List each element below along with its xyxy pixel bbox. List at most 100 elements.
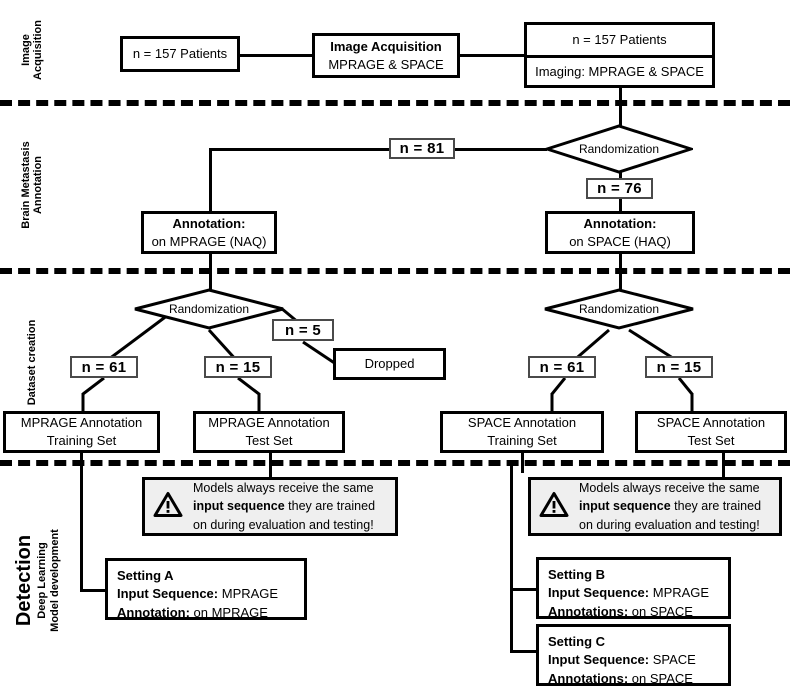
setting-annotation-value: on MPRAGE (189, 604, 268, 620)
diamond-shape (544, 288, 694, 330)
node-randomization-1: Randomization (545, 124, 693, 174)
node-line1: MPRAGE Annotation (208, 415, 330, 431)
connector-n15-left-down (237, 376, 261, 414)
node-space-test-set: SPACE Annotation Test Set (635, 411, 787, 453)
ntag-n81: n = 81 (389, 138, 455, 159)
diamond-shape (134, 288, 284, 330)
node-title: Annotation: (583, 215, 657, 231)
setting-b-box: Setting B Input Sequence: MPRAGE Annotat… (536, 557, 731, 619)
warning-triangle-icon (153, 490, 183, 523)
ntag-text: n = 15 (656, 358, 702, 376)
setting-annotation-label: Annotations: (548, 603, 629, 619)
node-line1: SPACE Annotation (467, 415, 577, 431)
node-randomization-right: Randomization (543, 288, 695, 330)
connector-n5-to-dropped (302, 340, 337, 366)
node-subtitle: on MPRAGE (NAQ) (151, 233, 267, 249)
callout-text: Models always receive the same input seq… (579, 479, 761, 533)
connector-n15-right-down (677, 377, 694, 414)
setting-annotation: Annotations: on SPACE (548, 670, 728, 688)
connector-rand1-left-a (455, 148, 547, 151)
node-randomization-left: Randomization (133, 288, 285, 330)
setting-a-box: Setting A Input Sequence: MPRAGE Annotat… (105, 558, 307, 620)
lane-label-line2: Acquisition (32, 20, 45, 80)
connector-left-trunk (80, 463, 83, 589)
callout-line2-tail: they are trained (284, 499, 376, 514)
setting-annotation-value: on SPACE (628, 670, 693, 686)
setting-c-box: Setting C Input Sequence: SPACE Annotati… (536, 624, 731, 686)
callout-line1: Models always receive the same (579, 481, 760, 496)
connector-right-trunk (510, 463, 513, 650)
callout-right-warning: Models always receive the same input seq… (528, 477, 782, 536)
node-annotation-mprage: Annotation: on MPRAGE (NAQ) (141, 211, 277, 254)
setting-input-sequence: Input Sequence: MPRAGE (548, 584, 728, 602)
lane-label-detection-group: Detection (13, 473, 35, 688)
ntag-n5: n = 5 (272, 319, 334, 341)
lane-label-deep-learning: Deep Learning (36, 542, 48, 619)
ntag-n61-right: n = 61 (528, 356, 596, 378)
node-title: Annotation: (172, 215, 246, 231)
lane-label-line1: Brain Metastasis (20, 141, 32, 229)
setting-input-sequence: Input Sequence: MPRAGE (117, 585, 304, 603)
callout-line2-tail: they are trained (670, 499, 762, 514)
lane-divider-1 (0, 100, 790, 106)
callout-line1: Models always receive the same (193, 481, 374, 496)
setting-input-sequence-label: Input Sequence: (548, 652, 650, 668)
lane-label-line1: Image (20, 34, 32, 66)
lane-label-brain-metastasis-annotation: Brain Metastasis Annotation (20, 110, 45, 260)
ntag-n76: n = 76 (586, 178, 653, 199)
node-annotation-space: Annotation: on SPACE (HAQ) (545, 211, 695, 254)
connector-mprage-test-down (269, 453, 272, 478)
connector-acquisition-to-imaging (460, 54, 524, 57)
diamond-label: Randomization (168, 302, 250, 316)
setting-input-sequence-value: MPRAGE (218, 586, 279, 602)
node-mprage-test-set: MPRAGE Annotation Test Set (193, 411, 345, 453)
connector-right-trunk-to-setting-b (510, 588, 538, 591)
lane-label-image-acquisition: Image Acquisition (20, 5, 45, 95)
lane-label-detection: Detection (13, 534, 35, 627)
node-line1: MPRAGE Annotation (20, 415, 143, 431)
lane-label-model-development: Model development (48, 529, 61, 632)
node-row-top: n = 157 Patients (527, 25, 712, 55)
ntag-text: n = 5 (284, 321, 322, 339)
lane-label-line2: Annotation (32, 155, 45, 215)
lane-divider-2 (0, 268, 790, 274)
ntag-n61-left: n = 61 (70, 356, 138, 378)
node-space-training-set: SPACE Annotation Training Set (440, 411, 604, 453)
node-row-bottom: Imaging: MPRAGE & SPACE (527, 55, 712, 85)
setting-annotation-value: on SPACE (628, 603, 693, 619)
setting-input-sequence-label: Input Sequence: (548, 585, 650, 601)
connector-left-trunk-to-setting-a (80, 589, 108, 592)
ntag-text: n = 61 (539, 358, 585, 376)
node-dropped: Dropped (333, 348, 446, 380)
connector-rand1-left-down (209, 148, 212, 212)
connector-n61-right-down (550, 377, 567, 414)
warning-triangle-icon (539, 490, 569, 523)
node-line2: Training Set (487, 433, 557, 448)
node-image-acquisition: Image Acquisition MPRAGE & SPACE (312, 33, 460, 78)
connector-n61-left-down (81, 376, 105, 414)
ntag-text: n = 61 (81, 358, 127, 376)
setting-annotation-label: Annotations: (548, 670, 629, 686)
callout-bold: input sequence (579, 499, 671, 514)
node-mprage-training-set: MPRAGE Annotation Training Set (3, 411, 160, 453)
setting-annotation: Annotations: on SPACE (548, 603, 728, 621)
callout-line3: on during evaluation and testing! (579, 517, 760, 532)
connector-right-trunk-to-setting-c (510, 650, 538, 653)
diamond-shape (545, 124, 693, 174)
ntag-text: n = 76 (597, 180, 642, 197)
connector-rand1-left-b (209, 148, 389, 151)
setting-annotation: Annotation: on MPRAGE (117, 604, 304, 622)
connector-patients-to-acquisition (240, 54, 312, 57)
node-text: n = 157 Patients (572, 32, 667, 48)
connector-space-training-down (521, 453, 524, 473)
node-line2: Test Set (687, 433, 735, 448)
diamond-label: Randomization (578, 142, 660, 156)
setting-input-sequence-value: MPRAGE (649, 585, 710, 601)
ntag-n15-right: n = 15 (645, 356, 713, 378)
callout-text: Models always receive the same input seq… (193, 479, 375, 533)
node-subtitle: on SPACE (HAQ) (569, 233, 671, 249)
ntag-text: n = 15 (215, 358, 261, 376)
node-line1: SPACE Annotation (656, 415, 766, 431)
setting-title: Setting C (548, 634, 606, 649)
ntag-n15-left: n = 15 (204, 356, 272, 378)
